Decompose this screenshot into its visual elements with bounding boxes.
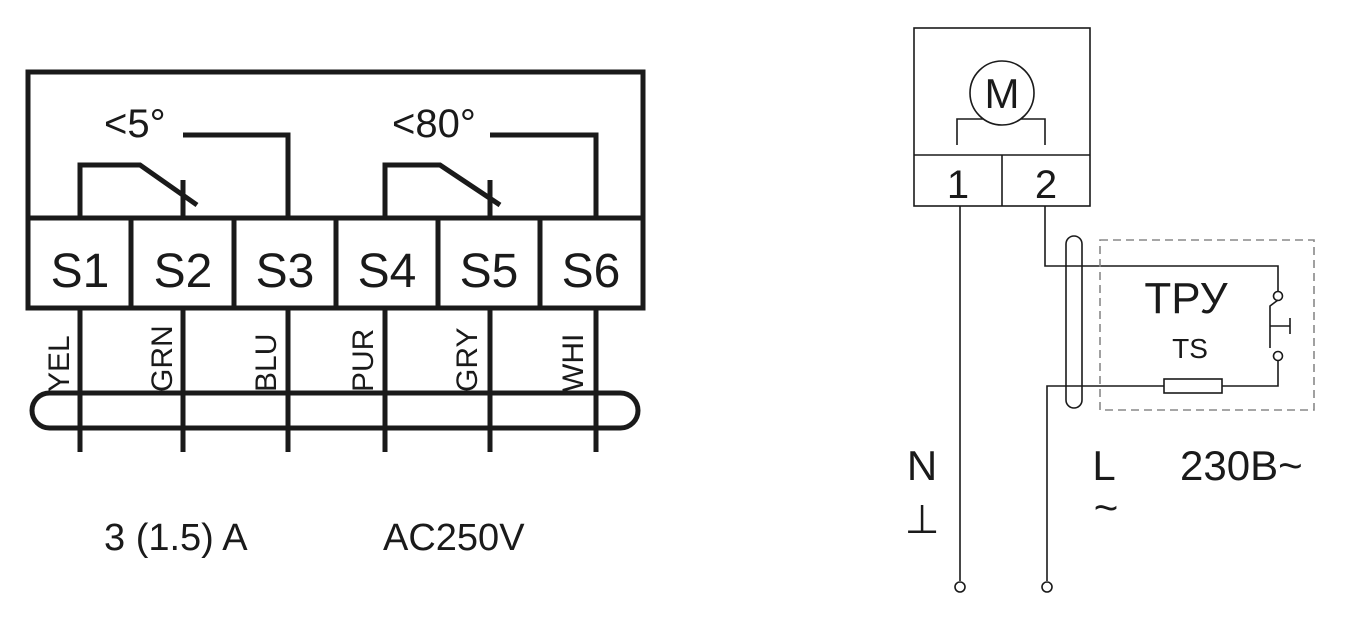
wire-yel-label: YEL	[43, 335, 76, 392]
ts-enclosure	[1099, 239, 1315, 411]
motor-terminal-1-label: 1	[947, 163, 969, 207]
terminal-s2-label: S2	[154, 245, 213, 298]
terminal-s1-label: S1	[51, 245, 110, 298]
switch-block: S1 S2 S3 S4 S5 S6 <5° <80° YEL	[25, 69, 646, 559]
terminal-s6-label: S6	[562, 245, 621, 298]
rating-voltage: AC250V	[383, 517, 525, 559]
ts-contact-top-icon	[1272, 290, 1284, 302]
line-label: L	[1092, 442, 1115, 489]
line-symbol: ~	[1094, 484, 1119, 531]
contact-1-threshold: <5°	[104, 102, 166, 146]
motor-label: M	[985, 70, 1020, 117]
neutral-terminal-icon	[954, 581, 966, 593]
rating-current: 3 (1.5) A	[104, 517, 248, 559]
switch-contact-1	[77, 132, 291, 218]
terminal-s4-label: S4	[358, 245, 417, 298]
ts-device-label: ТРУ	[1144, 274, 1228, 323]
ts-return-wire	[1222, 360, 1279, 387]
motor-circuit: M 1 2 ТРУ TS N ⊥ L ~ 230В~	[905, 27, 1315, 593]
ts-device-sublabel: TS	[1172, 333, 1208, 364]
wire-grn-label: GRN	[146, 325, 179, 392]
neutral-label: N	[907, 442, 937, 489]
neutral-symbol: ⊥	[905, 498, 940, 542]
terminal-s5-label: S5	[460, 245, 519, 298]
wire-blu-label: BLU	[250, 334, 283, 392]
terminal-s3-label: S3	[256, 245, 315, 298]
cable-sleeve	[29, 390, 641, 431]
wire-pur-label: PUR	[347, 329, 380, 392]
ts-switch-blade	[1269, 299, 1279, 348]
motor-lead-2	[1021, 118, 1046, 145]
motor-to-ts-wire	[1044, 206, 1279, 292]
line-wire	[1046, 385, 1164, 581]
line-terminal-icon	[1041, 581, 1053, 593]
ts-contact-bottom-icon	[1272, 350, 1284, 362]
cable-bundle	[1065, 235, 1083, 409]
motor-icon	[969, 60, 1035, 126]
switch-contact-2	[382, 132, 599, 218]
terminal-dividers	[128, 218, 543, 308]
ts-heater-icon	[1163, 378, 1223, 394]
wire-whi-label: WHI	[557, 334, 590, 392]
motor-lead-1	[956, 118, 983, 145]
supply-voltage-label: 230В~	[1180, 442, 1303, 489]
wire-gry-label: GRY	[451, 328, 484, 392]
motor-terminal-2-label: 2	[1035, 163, 1057, 207]
contact-2-threshold: <80°	[392, 102, 476, 146]
